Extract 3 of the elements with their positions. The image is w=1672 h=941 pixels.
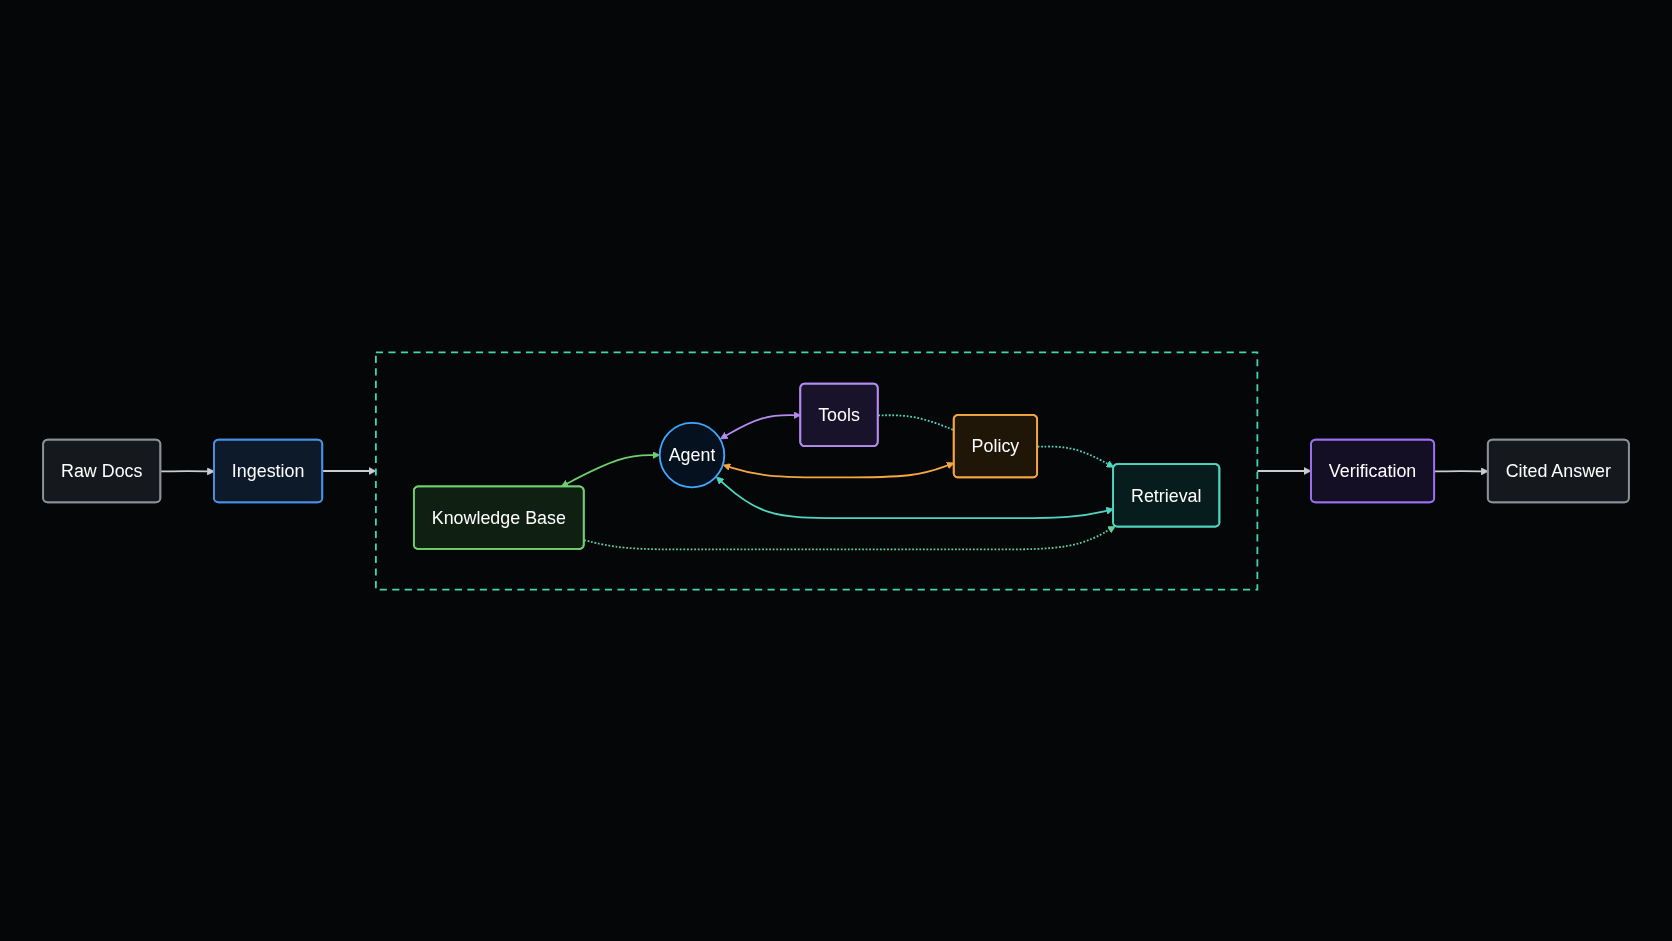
arrow [715,476,1114,519]
cluster [375,350,1259,591]
node-circle: Agent [658,421,726,488]
